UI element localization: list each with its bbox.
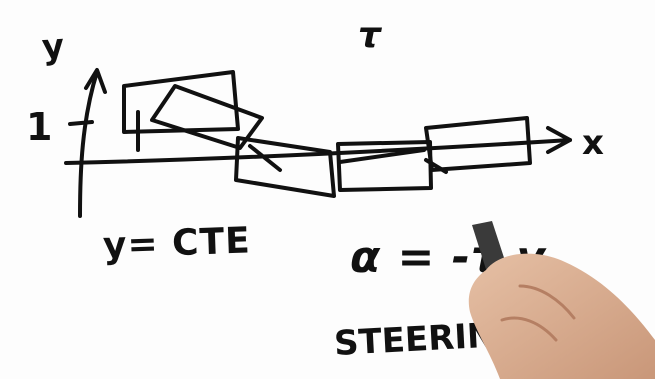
x-axis-label: x xyxy=(582,126,605,160)
steering-caption: STEERING xyxy=(333,317,524,361)
y-axis-label: y xyxy=(41,29,66,65)
steering-formula: α = -τ y xyxy=(350,236,546,280)
y-tick-mark xyxy=(70,122,92,124)
y-axis-line xyxy=(80,72,97,216)
tau-symbol: τ xyxy=(358,18,382,54)
cte-equation: y= CTE xyxy=(102,223,251,264)
y-tick-label: 1 xyxy=(26,108,53,146)
